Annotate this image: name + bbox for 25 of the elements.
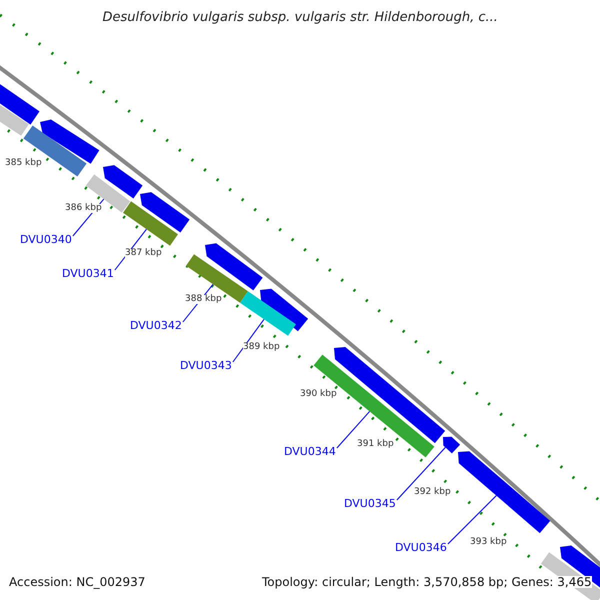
gene-label: DVU0342 [130, 320, 182, 331]
gene-label: DVU0346 [395, 542, 447, 553]
accession-text: Accession: NC_002937 [9, 576, 146, 588]
leader-line [336, 410, 370, 448]
scale-label: 390 kbp [300, 390, 337, 399]
gene-label: DVU0345 [344, 498, 396, 509]
gene-feature [458, 451, 550, 534]
gene-feature [123, 201, 178, 246]
title: Desulfovibrio vulgaris subsp. vulgaris str. Hildenborough, c... [102, 11, 498, 24]
gene-label: DVU0341 [62, 268, 114, 279]
leader-line [232, 318, 264, 362]
gene-feature [186, 254, 248, 303]
gene-feature [86, 174, 130, 213]
scale-label: 386 kbp [65, 204, 102, 213]
scale-label: 391 kbp [357, 440, 394, 449]
gene-feature [443, 436, 460, 454]
gene-feature [240, 291, 296, 336]
genome-info-text: Topology: circular; Length: 3,570,858 bp; Genes: 3,465 [262, 576, 592, 588]
leader-line [396, 446, 446, 500]
scale-label: 385 kbp [5, 159, 42, 168]
gene-label: DVU0344 [284, 446, 336, 457]
gene-label: DVU0343 [180, 360, 232, 371]
leader-line [447, 495, 497, 544]
scale-label: 388 kbp [185, 295, 222, 304]
gene-label: DVU0340 [20, 234, 72, 245]
